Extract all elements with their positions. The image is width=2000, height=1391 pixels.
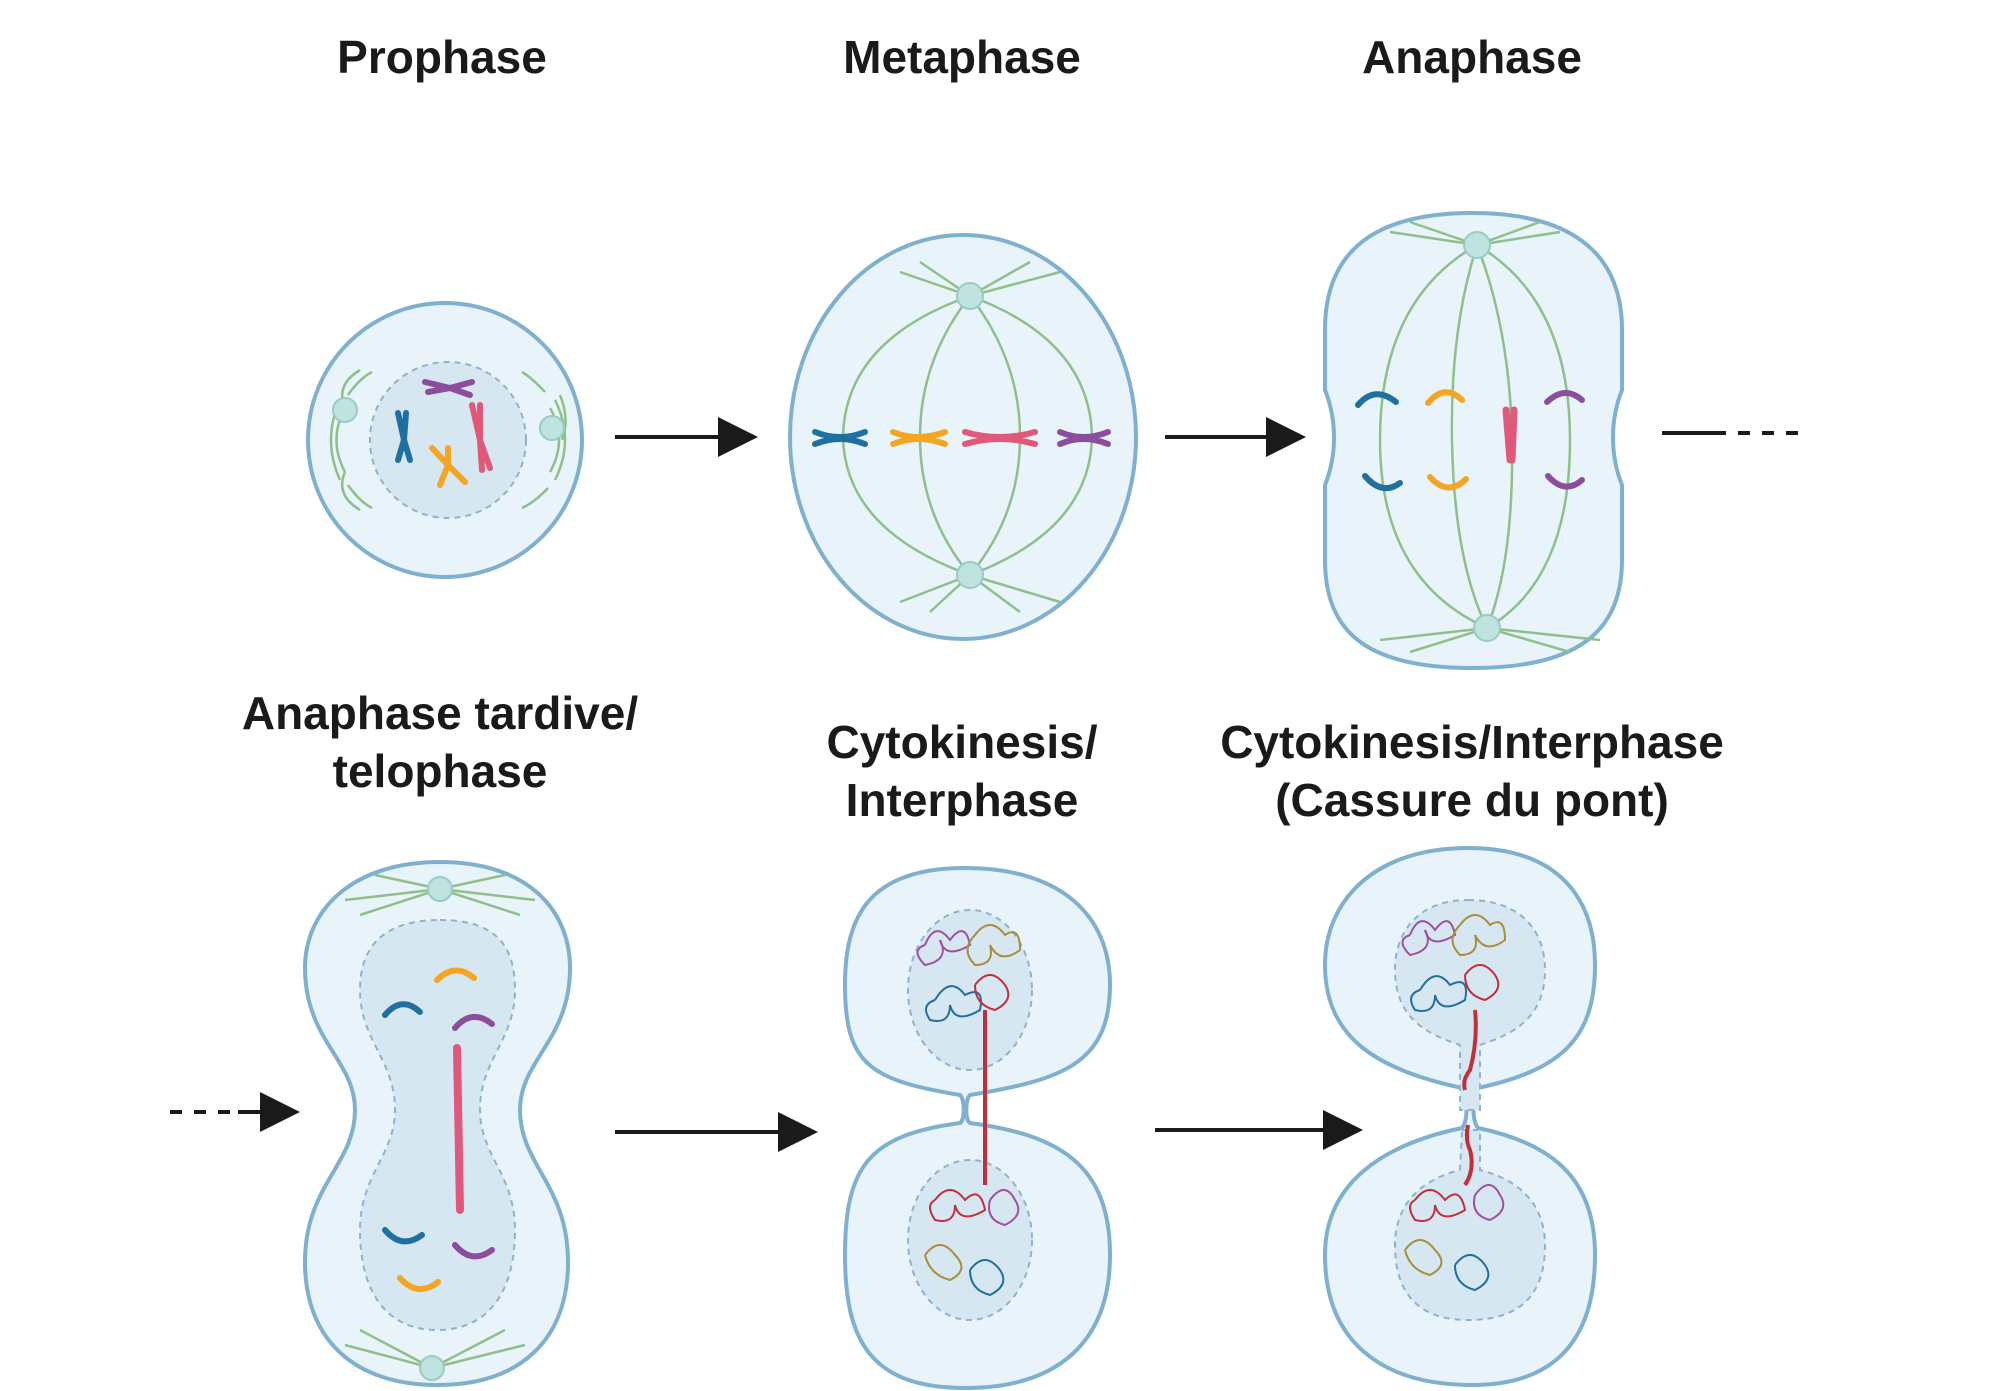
stage-label-prophase: Prophase [337, 31, 547, 83]
centrosome-icon [1463, 231, 1491, 259]
cytokinesis-nucleus-bottom [907, 1159, 1033, 1321]
anaphase-spindle [1378, 220, 1601, 654]
late-chromatid-blue-top [382, 1001, 423, 1018]
prophase-chromosome-purple [422, 379, 475, 398]
centrosome-icon [427, 876, 453, 902]
late-anaphase-nucleus [358, 918, 517, 1332]
late-chromatid-orange-top [434, 967, 477, 983]
metaphase-cell [788, 233, 1138, 641]
chromatin-top [1401, 914, 1507, 1012]
bridge-break-cell [1322, 845, 1598, 1388]
anaphase-chromatid-blue-top [1355, 391, 1399, 408]
centrosome-icon [419, 1355, 445, 1381]
stage-label-bridge-break: Cytokinesis/Interphase (Cassure du pont) [1220, 716, 1724, 826]
chromatin-top [916, 924, 1022, 1022]
anaphase-chromatid-blue-bottom [1362, 473, 1403, 492]
metaphase-chromosome-blue [812, 429, 868, 447]
metaphase-chromosome-purple [1057, 429, 1111, 447]
anaphase-chromatid-purple-bottom [1545, 473, 1585, 490]
centrosome-icon [539, 415, 565, 441]
metaphase-chromosome-orange [890, 429, 948, 447]
bridge-break-nucleus-top [1393, 898, 1547, 1111]
chromatin-bottom [924, 1189, 1020, 1297]
cytokinesis-cell [842, 865, 1113, 1391]
centrosome-icon [332, 397, 358, 423]
late-chromatid-purple-bottom [452, 1242, 495, 1260]
stage-label-cytokinesis: Cytokinesis/ Interphase [826, 716, 1098, 826]
late-anaphase-spindle-top [344, 873, 536, 917]
late-anaphase-cell [302, 859, 573, 1388]
stage-label-metaphase: Metaphase [843, 31, 1081, 83]
anaphase-chromatid-orange-bottom [1427, 474, 1469, 491]
prophase-chromosome-blue [395, 410, 413, 463]
late-chromatid-purple-top [452, 1014, 495, 1031]
metaphase-chromosome-pink [962, 429, 1038, 447]
anaphase-cell [1323, 210, 1624, 671]
prophase-spindle-right [521, 370, 567, 510]
chromatin-bottom [1404, 1184, 1505, 1292]
broken-bridge-bottom [1463, 1124, 1474, 1187]
cytokinesis-nucleus-top [907, 909, 1033, 1071]
prophase-chromosome-orange [429, 445, 468, 488]
anaphase-chromatid-orange-top [1425, 389, 1465, 406]
late-chromatid-blue-bottom [382, 1227, 425, 1245]
stage-label-anaphase: Anaphase [1362, 31, 1582, 83]
centrosome-icon [956, 282, 984, 310]
anaphase-chromatid-pink-bridge [1502, 406, 1518, 464]
stage-label-late-anaphase: Anaphase tardive/ telophase [241, 687, 639, 797]
prophase-nucleus [369, 361, 527, 519]
late-chromatid-pink-bridge [453, 1044, 464, 1214]
late-chromatid-orange-bottom [397, 1275, 441, 1292]
prophase-chromosome-pink [469, 402, 493, 473]
centrosome-icon [1473, 614, 1501, 642]
centrosome-icon [956, 561, 984, 589]
prophase-cell [306, 301, 584, 579]
late-anaphase-spindle-bottom [344, 1328, 526, 1370]
broken-bridge-top [1462, 1009, 1478, 1091]
anaphase-chromatid-purple-top [1544, 390, 1585, 405]
